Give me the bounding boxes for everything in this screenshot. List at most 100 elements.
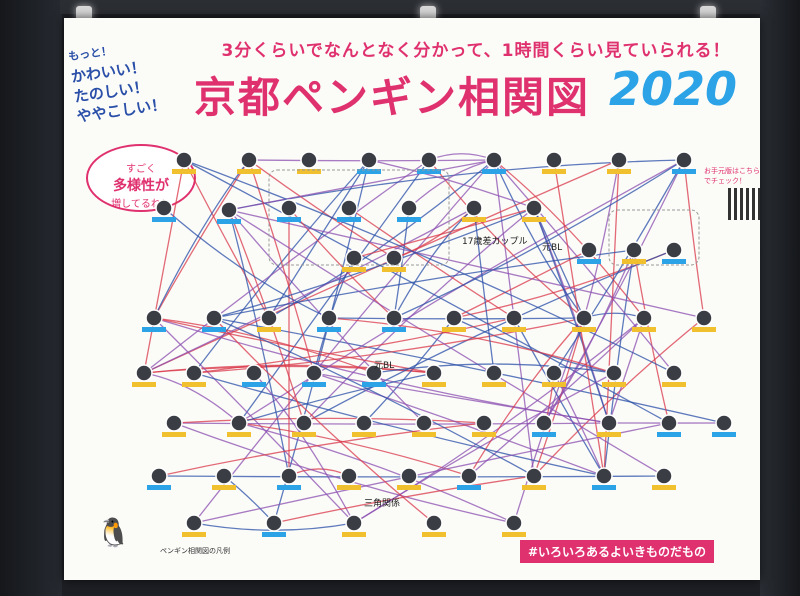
name-tag-bar [542, 382, 566, 387]
penguin-node [397, 467, 421, 490]
name-tag-bar [457, 485, 481, 490]
relationship-line [158, 422, 485, 477]
penguin-photo-icon [400, 467, 418, 485]
relationship-line [248, 159, 395, 259]
relationship-line [268, 159, 370, 319]
penguin-node [337, 199, 361, 222]
name-tag-bar [382, 327, 406, 332]
name-tag-bar [337, 217, 361, 222]
name-tag-bar [572, 327, 596, 332]
penguin-photo-icon [280, 467, 298, 485]
penguin-node [472, 414, 496, 437]
relationship-line [533, 317, 585, 477]
penguin-node [482, 151, 506, 174]
relationship-line [553, 159, 685, 374]
penguin-node [227, 414, 251, 437]
relationship-line [228, 209, 705, 319]
name-tag-bar [182, 532, 206, 537]
relationship-line [228, 209, 665, 477]
penguin-photo-icon [600, 414, 618, 432]
name-tag-bar [462, 217, 486, 222]
penguin-node [422, 364, 446, 387]
hashtag-banner: #いろいろあるよいきものだもの [520, 540, 715, 563]
penguin-photo-icon [215, 467, 233, 485]
relationship-line [428, 153, 495, 161]
penguin-node [482, 364, 506, 387]
annotation-note: 三角関係 [364, 499, 401, 509]
penguin-node [382, 309, 406, 332]
name-tag-bar [277, 485, 301, 490]
name-tag-bar [482, 382, 506, 387]
relationship-line [583, 159, 620, 319]
relationship-line [288, 207, 395, 319]
name-tag-bar [542, 169, 566, 174]
penguin-photo-icon [205, 309, 223, 327]
relationship-line [238, 159, 430, 424]
name-tag-bar [212, 485, 236, 490]
penguin-node [462, 199, 486, 222]
name-tag-bar [412, 432, 436, 437]
poster-title-year: 2020 [609, 62, 738, 116]
relationship-line [543, 159, 685, 424]
name-tag-bar [302, 382, 326, 387]
penguin-node [147, 467, 171, 490]
name-tag-bar [422, 382, 446, 387]
penguin-photo-icon [340, 199, 358, 217]
spotlight-icon [700, 6, 716, 20]
penguin-photo-icon [485, 364, 503, 382]
relationship-line [368, 159, 535, 209]
name-tag-bar [172, 169, 196, 174]
penguin-node [342, 249, 366, 272]
relationship-line [493, 159, 585, 319]
penguin-node [257, 309, 281, 332]
penguin-photo-icon [400, 199, 418, 217]
penguin-node [522, 199, 546, 222]
penguin-photo-icon [230, 414, 248, 432]
relationship-line [353, 372, 615, 524]
relationship-line [183, 159, 270, 319]
penguin-node [292, 414, 316, 437]
penguin-photo-icon [360, 151, 378, 169]
penguin-node [242, 364, 266, 387]
penguin-photo-icon [715, 414, 733, 432]
name-tag-bar [662, 259, 686, 264]
penguin-photo-icon [345, 249, 363, 267]
penguin-node [182, 364, 206, 387]
relationship-line [353, 207, 535, 259]
relationship-chart [132, 151, 736, 537]
name-tag-bar [417, 169, 441, 174]
penguin-photo-icon [695, 309, 713, 327]
name-tag-bar [472, 432, 496, 437]
penguin-nodes [132, 151, 736, 537]
name-tag-bar [577, 259, 601, 264]
relationship-line [173, 417, 485, 424]
name-tag-bar [262, 532, 286, 537]
name-tag-bar [162, 432, 186, 437]
name-tag-bar [522, 217, 546, 222]
penguin-node [542, 364, 566, 387]
qr-code-icon [728, 188, 760, 220]
penguin-photo-icon [385, 309, 403, 327]
penguin-node [572, 309, 596, 332]
relationship-line [468, 317, 585, 477]
name-tag-bar [142, 327, 166, 332]
penguin-photo-icon [625, 241, 643, 259]
penguin-photo-icon [475, 414, 493, 432]
penguin-photo-icon [175, 151, 193, 169]
name-tag-bar [152, 217, 176, 222]
name-tag-bar [277, 217, 301, 222]
relationship-line [683, 159, 705, 319]
penguin-node [457, 467, 481, 490]
penguin-node [302, 364, 326, 387]
relationship-line [373, 363, 615, 374]
penguin-node [422, 514, 446, 537]
relationship-line [143, 207, 475, 374]
penguin-node [397, 199, 421, 222]
relationship-line [313, 372, 605, 477]
penguin-photo-icon [575, 309, 593, 327]
relationship-line [348, 207, 515, 319]
name-tag-bar [342, 532, 366, 537]
spotlight-icon [76, 6, 92, 20]
relationship-line [153, 317, 435, 374]
penguin-photo-icon [545, 364, 563, 382]
